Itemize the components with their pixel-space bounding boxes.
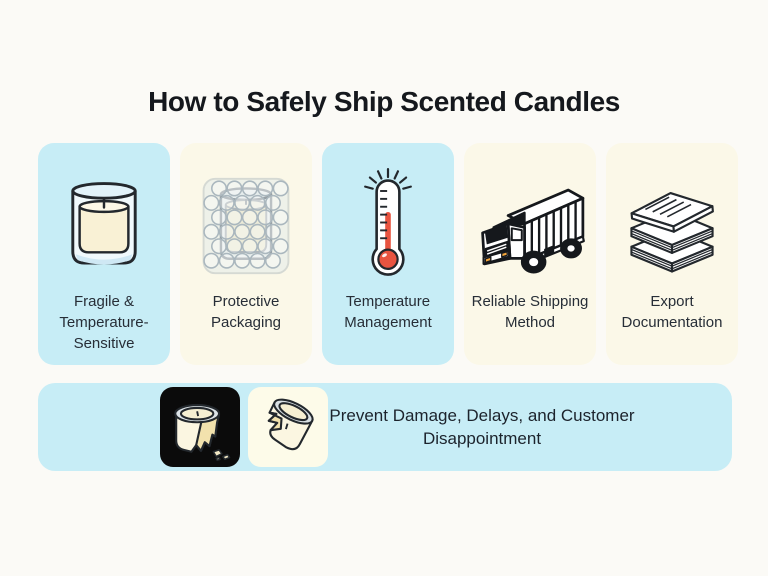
- card-label: Reliable Shipping Method: [471, 293, 589, 331]
- broken-candle-tilted-icon: [248, 387, 328, 467]
- cards-row: Fragile & Temperature-Sensitive: [38, 143, 738, 365]
- candle-jar-icon: [38, 167, 170, 285]
- page-title: How to Safely Ship Scented Candles: [148, 86, 620, 117]
- bubble-wrap-candle-icon: [180, 167, 312, 285]
- card-label: Fragile & Temperature-Sensitive: [59, 293, 149, 352]
- card-temperature-management: Temperature Management: [322, 143, 454, 365]
- card-export-documentation: Export Documentation: [606, 143, 738, 365]
- thermometer-icon: [322, 167, 454, 285]
- card-label: Export Documentation: [621, 293, 723, 331]
- card-reliable-shipping: Reliable Shipping Method: [464, 143, 596, 365]
- card-fragile-temperature-sensitive: Fragile & Temperature-Sensitive: [38, 143, 170, 365]
- card-label: Protective Packaging: [210, 293, 282, 331]
- delivery-truck-icon: [464, 167, 596, 285]
- broken-candle-dark-icon: [160, 387, 240, 467]
- document-stack-icon: [606, 167, 738, 285]
- card-protective-packaging: Protective Packaging: [180, 143, 312, 365]
- warning-banner: Prevent Damage, Delays, and Customer Dis…: [38, 383, 732, 471]
- card-label: Temperature Management: [344, 293, 432, 331]
- banner-text: Prevent Damage, Delays, and Customer Dis…: [329, 406, 635, 448]
